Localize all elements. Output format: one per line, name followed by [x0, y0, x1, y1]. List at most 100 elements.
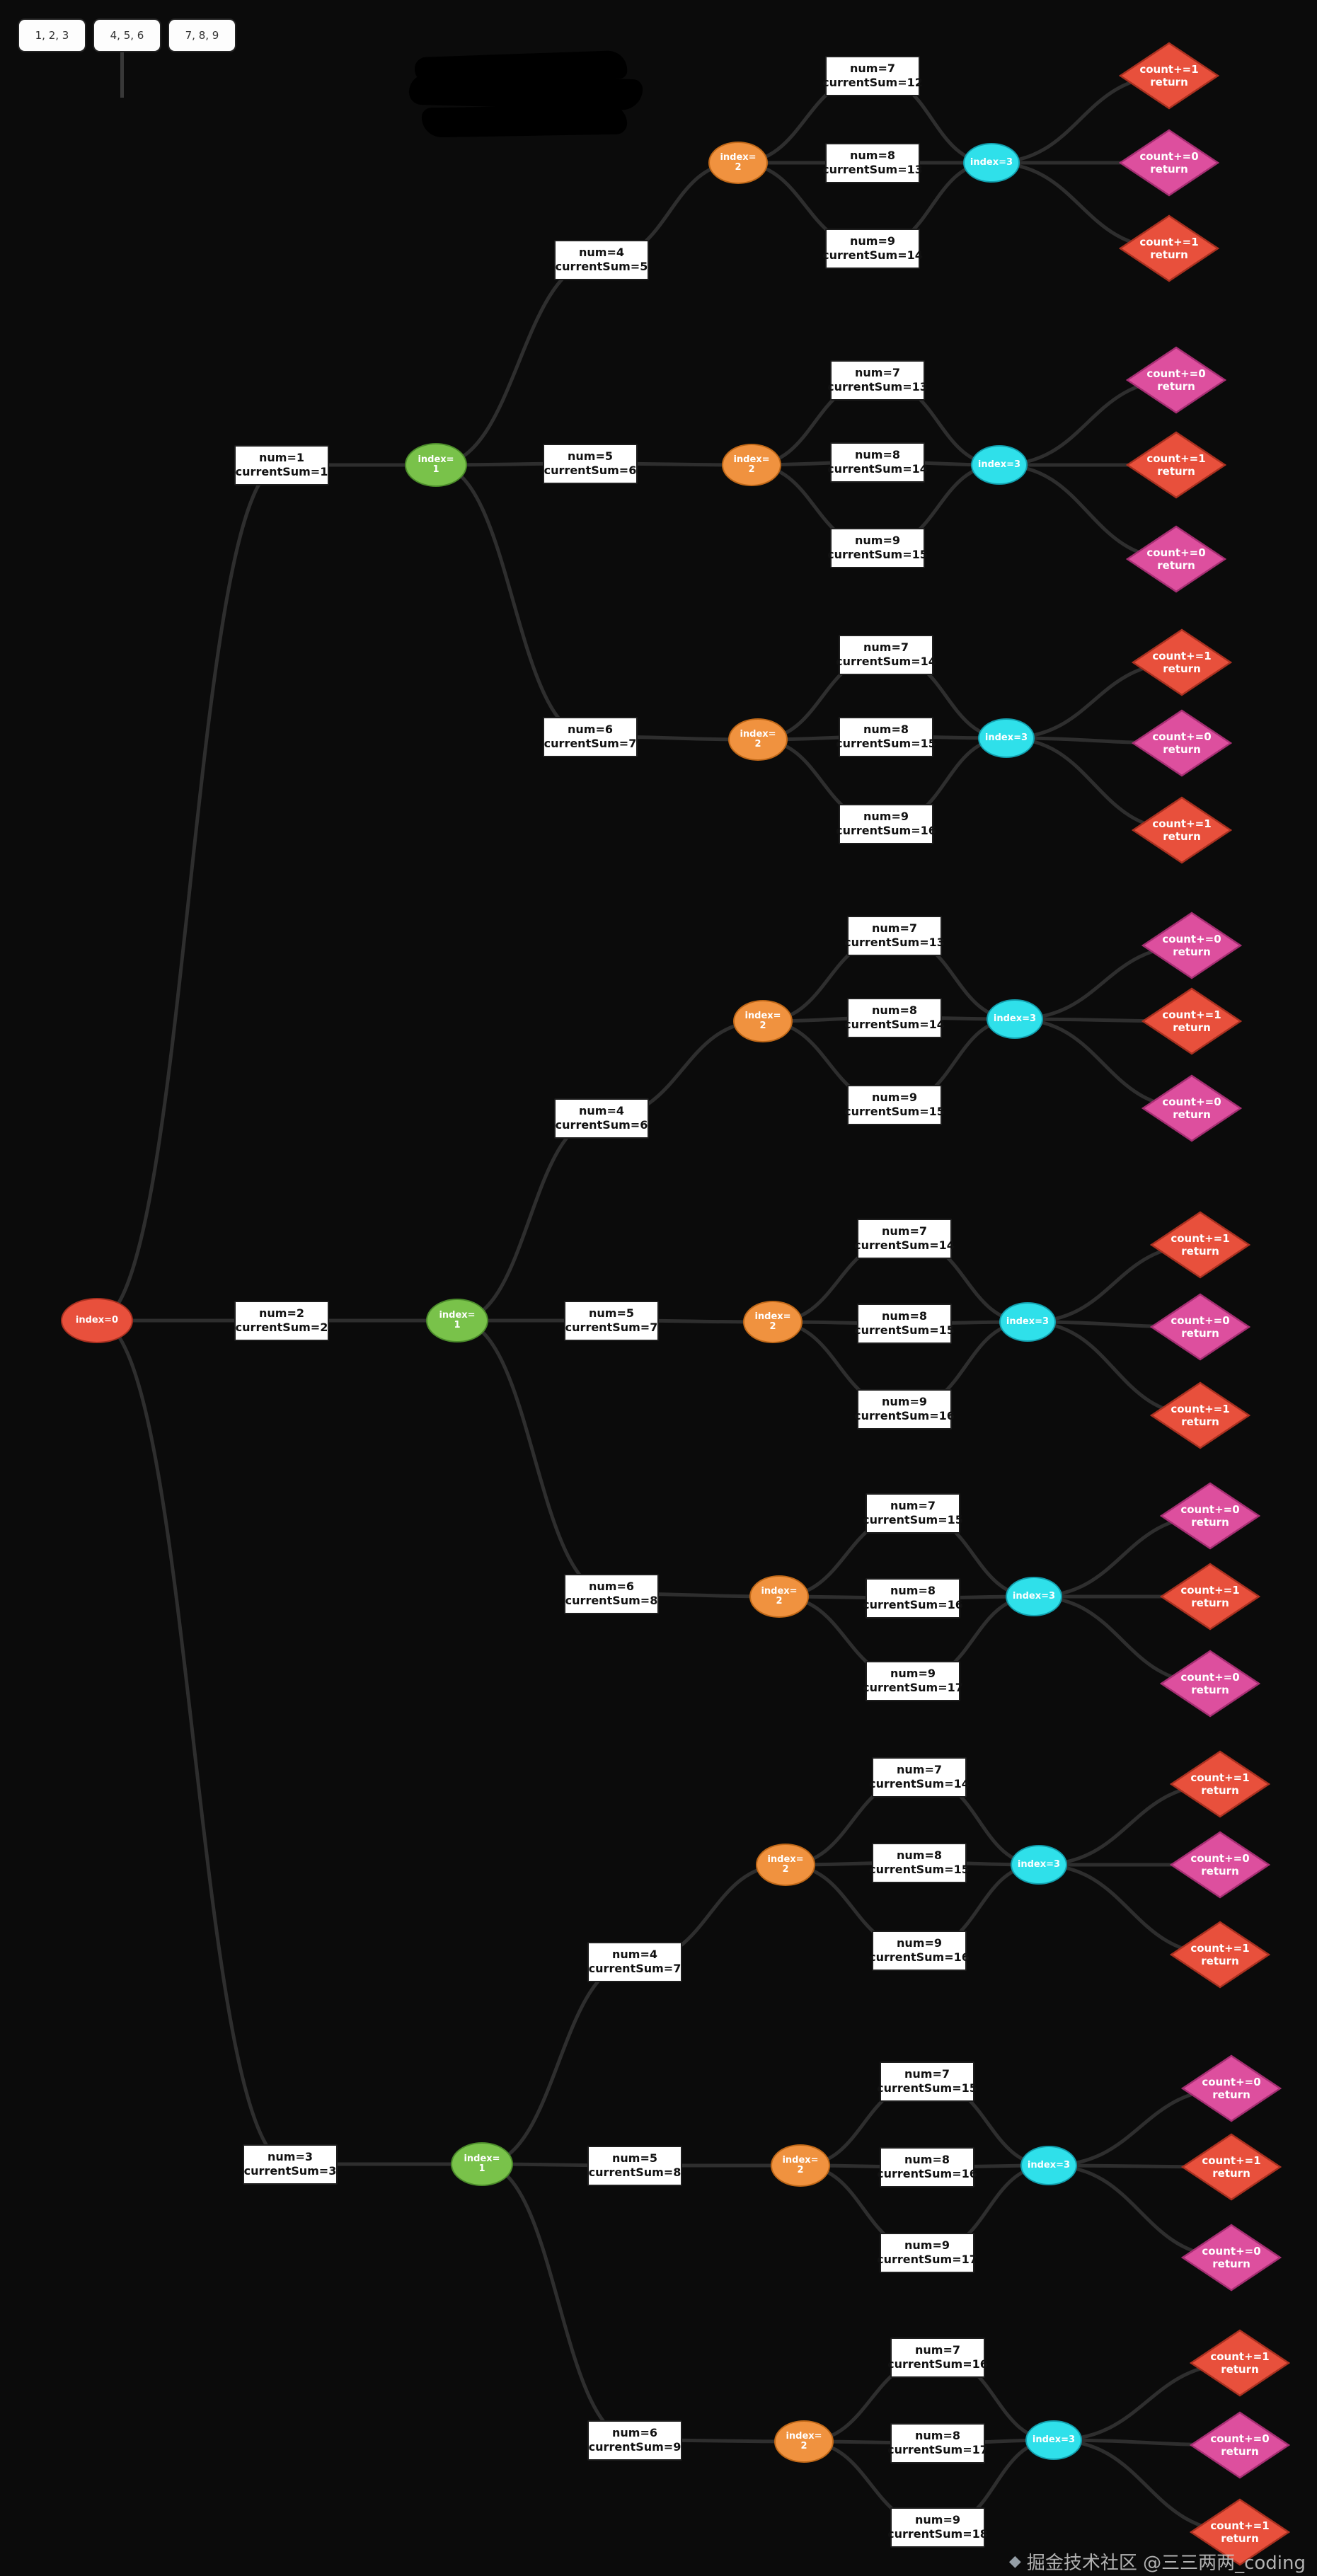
diamond-shape	[1160, 1563, 1260, 1631]
node-label: index=2	[761, 1586, 797, 1607]
node-label-line: currentSum=9	[588, 2440, 681, 2454]
node-label-line: currentSum=16	[887, 2357, 988, 2371]
node-label-line: currentSum=2	[235, 1321, 328, 1334]
index-node-c6: index=3	[1006, 1577, 1062, 1616]
node-label-line: currentSum=17	[863, 1681, 963, 1694]
node-label-line: return	[1221, 2445, 1259, 2458]
node-label-line: count+=0	[1146, 367, 1206, 380]
node-label-line: index=	[767, 1853, 804, 1865]
node-label-line: currentSum=6	[555, 1118, 648, 1132]
node-label-line: currentSum=7	[588, 1962, 681, 1975]
node-label-line: index=	[786, 2430, 822, 2442]
diamond-shape	[1132, 628, 1232, 696]
node-label-line: index=	[439, 1309, 476, 1321]
node-label-line: return	[1191, 1684, 1229, 1696]
edge-g3-b47	[480, 1960, 637, 2166]
node-label-line: 2	[782, 1864, 789, 1875]
node-label-line: count+=0	[1202, 2076, 1261, 2088]
legend-group-1-label: 1, 2, 3	[35, 29, 69, 42]
legend: 1, 2, 3 4, 5, 6 7, 8, 9	[18, 18, 236, 52]
node-label-line: 1	[454, 1320, 461, 1330]
node-label: index=2	[754, 1311, 790, 1333]
legend-group-3: 7, 8, 9	[168, 18, 236, 52]
node-label-line: count+=1	[1152, 817, 1212, 830]
index-node-o6: index=2	[749, 1575, 809, 1618]
node-label-line: num=7	[850, 62, 895, 75]
node-label-line: count+=0	[1180, 1503, 1240, 1516]
node-label: index=2	[767, 1853, 804, 1875]
node-label-line: index=3	[1017, 1858, 1061, 1870]
node-label-line: index=3	[977, 459, 1021, 470]
node-label: index=0	[76, 1315, 118, 1326]
node-label-line: return	[1173, 1021, 1211, 1034]
node-label-line: currentSum=1	[235, 465, 328, 478]
node-label-line: return	[1150, 76, 1188, 88]
edge-g1-b67	[434, 463, 592, 739]
node-label: index=3	[1013, 1591, 1055, 1602]
node-label-line: return	[1181, 1245, 1219, 1258]
node-label-line: count+=0	[1210, 2432, 1270, 2445]
node-label-line: count+=1	[1190, 1942, 1250, 1955]
node-label-line: currentSum=14	[822, 248, 923, 262]
diamond-shape	[1119, 129, 1219, 197]
node-label-line: num=7	[882, 1224, 927, 1238]
node-label-line: index=3	[1032, 2434, 1076, 2445]
node-label: index=2	[782, 2155, 818, 2176]
node-label-line: return	[1157, 380, 1195, 393]
node-label-line: currentSum=8	[588, 2166, 681, 2179]
diamond-shape	[1190, 2329, 1290, 2397]
node-label-line: count+=1	[1202, 2154, 1261, 2167]
index-node-c8: index=3	[1020, 2146, 1077, 2185]
node-label: index=3	[1028, 2160, 1070, 2170]
node-label-line: currentSum=7	[544, 737, 637, 750]
node-label-line: num=9	[882, 1395, 927, 1408]
node-label-line: num=9	[897, 1936, 942, 1950]
edge-root-n1	[95, 463, 284, 1323]
diamond-shape	[1119, 214, 1219, 282]
node-label: index=3	[1017, 1858, 1061, 1870]
index-node-c2: index=3	[971, 445, 1028, 485]
node-label: index=2	[740, 729, 776, 750]
node-label-line: count+=1	[1162, 1008, 1221, 1021]
index-node-c1: index=3	[963, 143, 1020, 183]
node-label-line: currentSum=17	[877, 2253, 977, 2266]
node-label-line: num=1	[259, 451, 304, 464]
node-label-line: currentSum=15	[827, 548, 928, 561]
watermark-text: 掘金技术社区 @三三两两_coding	[1026, 2553, 1306, 2574]
